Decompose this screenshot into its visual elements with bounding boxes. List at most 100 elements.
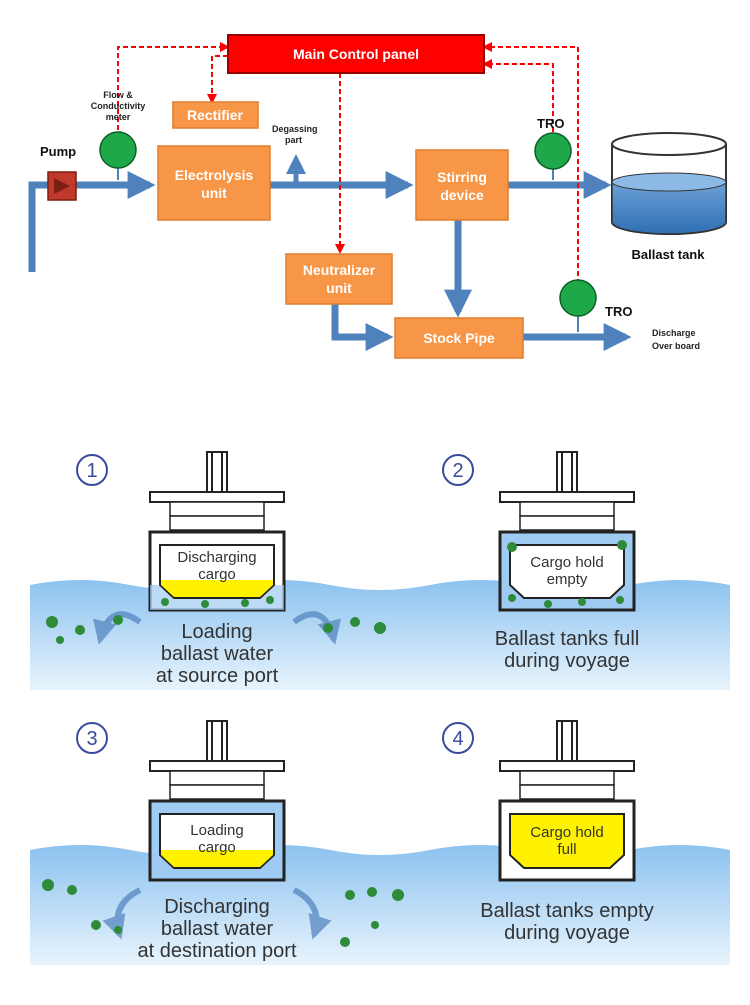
neutralizer-label-2: unit [326, 280, 352, 296]
stock-pipe-label: Stock Pipe [423, 330, 495, 346]
caption-line-2: ballast water [161, 643, 274, 665]
caption-line-1: Loading [181, 621, 252, 643]
meter-gauge-icon [99, 131, 137, 169]
ship-superstructure [499, 451, 635, 531]
organism-icon [113, 615, 123, 625]
ship-superstructure [149, 451, 285, 531]
pump-label: Pump [40, 144, 76, 159]
caption-line-3: at source port [156, 665, 279, 687]
organism-icon [508, 594, 516, 602]
hold-label-2: full [557, 841, 576, 858]
rectifier-label: Rectifier [187, 107, 244, 123]
stage-number-badge [442, 722, 474, 754]
organism-icon [374, 622, 386, 634]
caption-line-2: during voyage [504, 922, 630, 944]
meter-label-2: Conductivity [91, 101, 146, 111]
stage-number: 1 [86, 460, 97, 482]
caption-line-1: Discharging [164, 896, 270, 918]
inflow-arrow-left [93, 611, 142, 645]
electrolysis-label-1: Electrolysis [175, 167, 254, 183]
caption-line-2: during voyage [504, 650, 630, 672]
tro-top-label: TRO [537, 116, 564, 131]
organism-icon [241, 599, 249, 607]
main-control-panel: Main Control panel [227, 34, 485, 74]
hold-label-1: Loading [190, 822, 243, 839]
process-flow: Main Control panel Rectifier Electrolysi… [28, 34, 727, 359]
cargo-hold-full [509, 813, 625, 869]
organism-icon [75, 625, 85, 635]
tro-gauge-icon [559, 279, 597, 317]
organism-icon [544, 600, 552, 608]
ballast-tank: Ballast tank [611, 132, 727, 262]
stage-number: 4 [452, 728, 463, 750]
cargo-fill [161, 580, 273, 597]
organism-icon [161, 598, 169, 606]
organism-icon [616, 596, 624, 604]
organism-icon [367, 887, 377, 897]
neutralizer-unit-box: Neutralizer unit [285, 253, 393, 305]
stage-1: 1 Discharging cargo Loading ballast wate… [76, 451, 341, 687]
stage-4: 4 Cargo hold full Ballast tanks empty du… [442, 720, 654, 944]
tro-gauge-icon [534, 132, 572, 170]
caption-line-2: ballast water [161, 918, 274, 940]
meter-label-3: meter [106, 112, 131, 122]
pump: Pump [40, 144, 77, 201]
meter-label-1: Flow & [103, 90, 133, 100]
tro-sensor-bottom: TRO [559, 279, 632, 332]
inflow-arrow-right [292, 611, 341, 645]
organism-icon [345, 890, 355, 900]
stage-number-badge [76, 454, 108, 486]
outflow-arrow-right [292, 887, 332, 940]
ship-superstructure [149, 720, 285, 800]
discharge-label-1: Discharge [652, 328, 696, 338]
electrolysis-label-2: unit [201, 185, 227, 201]
rectifier-box: Rectifier [172, 101, 259, 129]
tro-bottom-label: TRO [605, 304, 632, 319]
organism-icon [340, 937, 350, 947]
hold-label-2: cargo [198, 839, 236, 856]
organism-icon [56, 636, 64, 644]
cargo-fill [161, 850, 273, 867]
neutralizer-label-1: Neutralizer [303, 262, 376, 278]
hold-label-1: Discharging [177, 549, 256, 566]
stage-number-badge [442, 454, 474, 486]
ship-superstructure [499, 720, 635, 800]
hold-label-1: Cargo hold [530, 824, 603, 841]
organism-icon [114, 926, 122, 934]
stage-number: 3 [86, 728, 97, 750]
stage-number: 2 [452, 460, 463, 482]
organism-icon [42, 879, 54, 891]
pump-icon [54, 178, 70, 194]
organism-icon [91, 920, 101, 930]
main-control-label: Main Control panel [293, 46, 419, 62]
hold-label-2: cargo [198, 566, 236, 583]
caption-line-1: Ballast tanks full [495, 628, 640, 650]
inlet-pipe [28, 181, 48, 272]
caption-line-3: at destination port [138, 940, 297, 962]
organism-icon [67, 885, 77, 895]
pipe-lines [28, 154, 632, 351]
stirring-label-1: Stirring [437, 169, 487, 185]
stirring-label-2: device [440, 187, 484, 203]
neutralizer-to-stock-pipe [331, 304, 394, 351]
organism-icon [371, 921, 379, 929]
organism-icon [46, 616, 58, 628]
degassing-label-2: part [285, 135, 302, 145]
organism-icon [578, 598, 586, 606]
organism-icon [266, 596, 274, 604]
discharge-label-2: Over board [652, 341, 700, 351]
stage-number-badge [76, 722, 108, 754]
caption-line-1: Ballast tanks empty [480, 900, 653, 922]
hold-label-1: Cargo hold [530, 554, 603, 571]
organism-icon [350, 617, 360, 627]
organism-icon [201, 600, 209, 608]
flow-conductivity-meter: Flow & Conductivity meter [91, 90, 146, 180]
hold-label-2: empty [547, 571, 588, 588]
stage-3: 3 Loading cargo Discharging ballast wate… [76, 720, 332, 962]
tro-sensor-top: TRO [534, 116, 572, 180]
control-lines [117, 42, 579, 284]
electrolysis-unit-box: Electrolysis unit [157, 145, 271, 221]
organism-icon [323, 623, 333, 633]
